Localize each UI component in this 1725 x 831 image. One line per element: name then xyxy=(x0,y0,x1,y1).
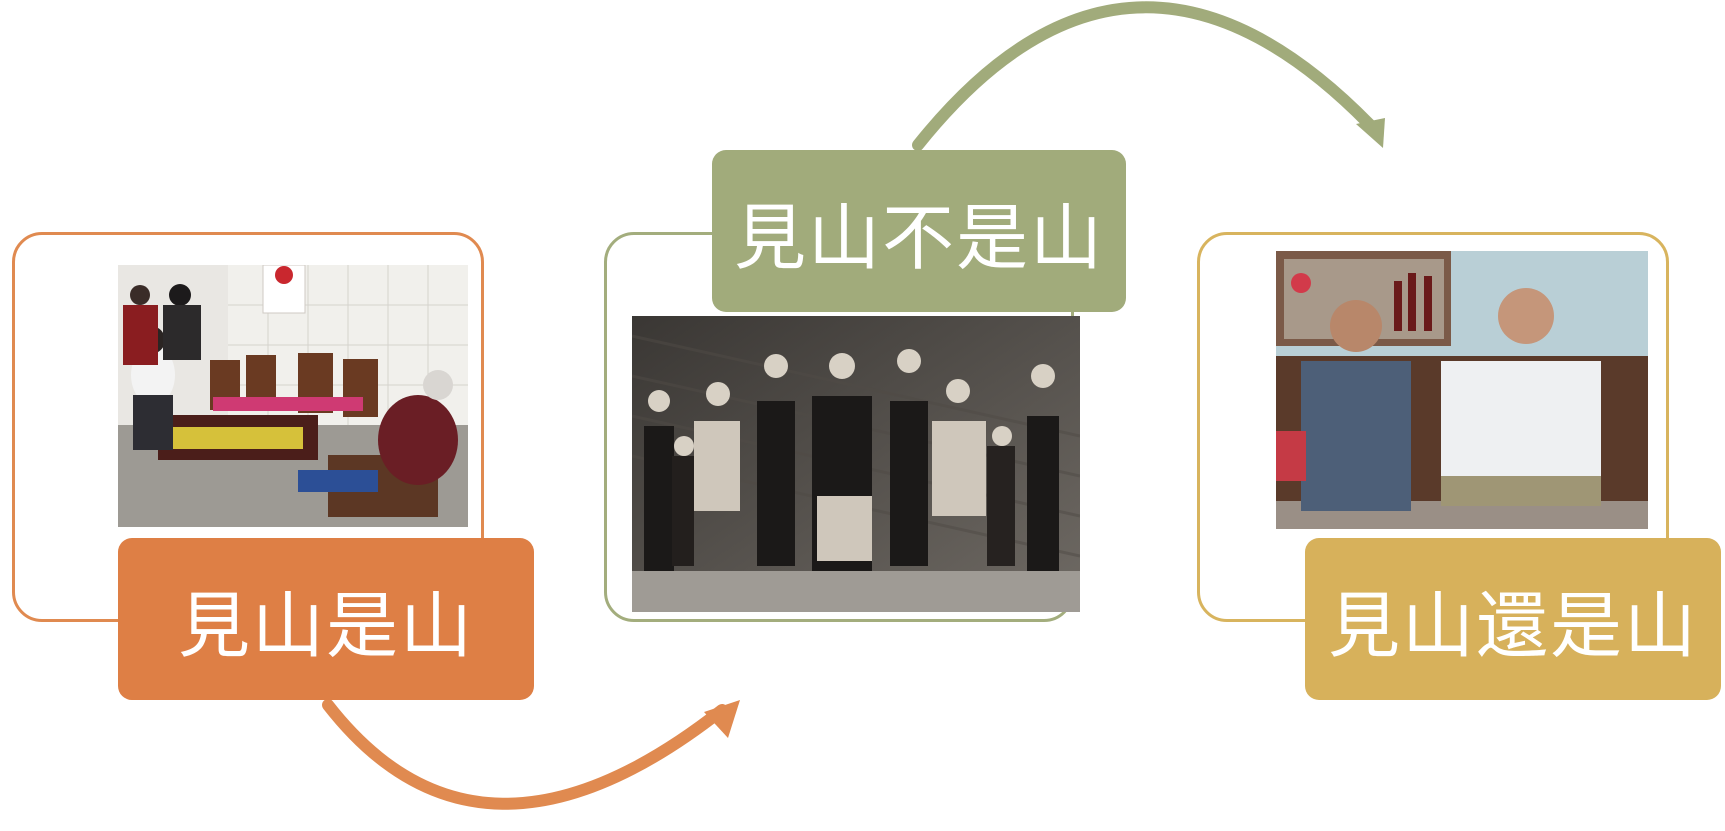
arrow-1-to-2 xyxy=(322,699,728,810)
arrow-2-to-3-head xyxy=(1356,118,1385,148)
family-portrait-photo xyxy=(632,316,1080,612)
arrow-2-to-3 xyxy=(912,1,1376,151)
tea-room-photo xyxy=(118,265,468,527)
stage-2-label: 見山不是山 xyxy=(712,150,1126,312)
stage-1-label: 見山是山 xyxy=(118,538,534,700)
arrow-1-to-2-head xyxy=(704,700,740,738)
two-elders-photo xyxy=(1276,251,1648,529)
stage-3-label: 見山還是山 xyxy=(1305,538,1721,700)
